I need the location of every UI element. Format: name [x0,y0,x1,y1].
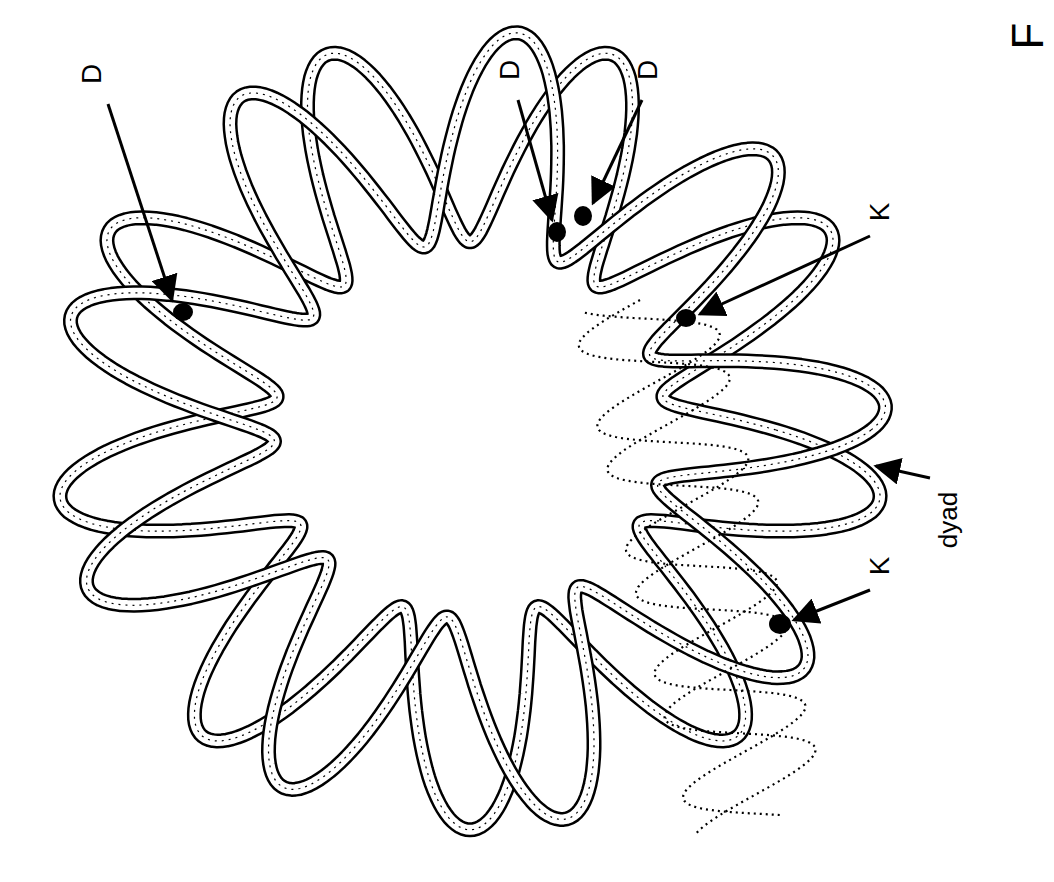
linker-strand [585,313,806,815]
dna-strand-outline [60,53,880,830]
dna-strand [71,33,886,820]
dna-strand-hatch [60,53,880,830]
site-label: D [634,60,662,80]
linker-strand [579,300,816,835]
site-label: F [1006,23,1050,50]
site-dots [173,206,791,634]
leader-arrows [108,100,930,620]
site-label: D [496,60,524,80]
site-label: K [866,557,894,576]
dna-strand [60,53,880,830]
axis-label: dyad [935,492,961,548]
dotted-linker-dna [579,300,816,835]
dna-superhelix [60,33,886,830]
site-label: D [78,64,106,84]
dna-strand-outline [71,33,886,820]
dna-strand-hatch [71,33,886,820]
site-label: K [866,203,894,222]
